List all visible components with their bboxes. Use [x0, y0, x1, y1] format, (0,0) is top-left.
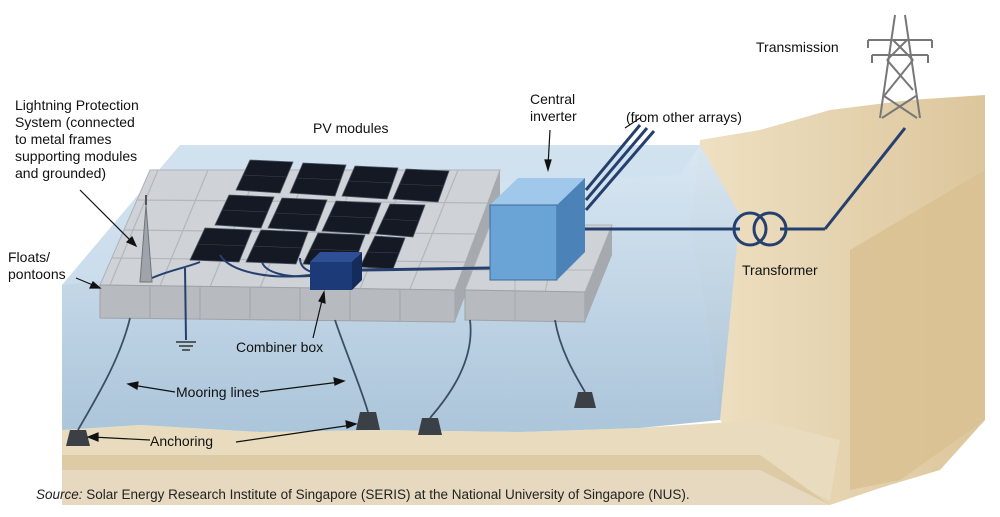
- ground-symbol: [176, 341, 196, 351]
- label-mooring-lines: Mooring lines: [176, 384, 259, 400]
- transmission-tower: [867, 14, 933, 119]
- label-floats-pontoons: Floats/ pontoons: [8, 249, 66, 282]
- label-lightning-protection: Lightning Protection System (connected t…: [15, 97, 143, 181]
- central-inverter: [489, 178, 585, 281]
- label-central-inverter: Central inverter: [530, 91, 579, 124]
- label-from-other-arrays: (from other arrays): [626, 109, 742, 125]
- callout-arrows: [75, 117, 641, 443]
- land-block: [62, 95, 985, 505]
- source-caption: Source: Solar Energy Research Institute …: [36, 487, 690, 502]
- anchors: [66, 392, 596, 446]
- lightning-rod: [139, 195, 153, 283]
- mooring-lines: [77, 317, 586, 431]
- label-combiner-box: Combiner box: [236, 339, 323, 355]
- pv-module-grid: [196, 174, 445, 254]
- transformer-symbol: [732, 211, 788, 247]
- combiner-box: [310, 252, 362, 290]
- ac-cables: [361, 124, 907, 272]
- dc-cables: [151, 254, 313, 341]
- label-transmission: Transmission: [756, 39, 839, 55]
- label-transformer: Transformer: [742, 262, 818, 278]
- label-pv-modules: PV modules: [313, 120, 388, 136]
- pv-modules-array: [189, 159, 450, 270]
- label-anchoring: Anchoring: [150, 433, 213, 449]
